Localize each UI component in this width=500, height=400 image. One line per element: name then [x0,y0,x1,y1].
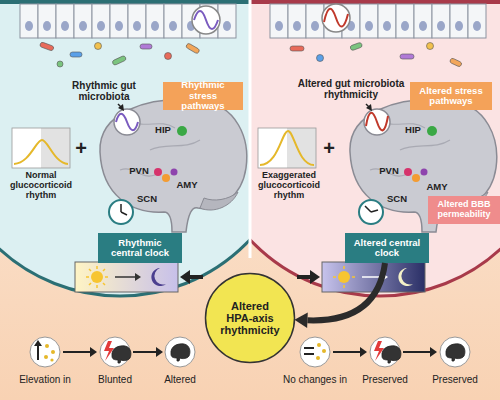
text-label: PVN [374,166,404,176]
text-label: HIP [150,125,176,135]
hpa-circle: Altered HPA-axis rhythmicity [204,272,296,364]
arrow-line [307,263,385,320]
text-label: HIP [400,125,426,135]
curved-arrow [294,263,385,328]
stress-pathway-box: Rhythmic stress pathways [163,82,243,110]
node-text: Rhythmic stress pathways [167,80,239,111]
node-text: Altered HPA-axis rhythmicity [218,300,282,336]
text-label: AMY [422,182,452,192]
text-label: Rhythmic gut microbiota [52,80,156,102]
text-label: Preserved [350,374,420,385]
text-label: Altered [145,374,215,385]
text-label: Exaggerated glucocorticoid rhythm [252,171,326,201]
text-label: No changes in [270,374,360,385]
text-label: Preserved [420,374,490,385]
node-text: Rhythmic central clock [102,238,178,259]
node-text: Altered central clock [349,238,425,259]
text-label: SCN [132,194,162,204]
text-label: Blunted [80,374,150,385]
text-label: PVN [124,166,154,176]
stress-pathway-box: Altered stress pathways [410,82,492,110]
node-text: Altered stress pathways [414,86,488,107]
arrow-head [294,312,307,328]
node-text: Altered BBB permeability [432,200,496,220]
text-label: SCN [382,194,412,204]
text-label: AMY [172,180,202,190]
circle-shape [206,274,295,363]
clock-box: Altered central clock [345,233,429,263]
text-label: + [72,137,90,159]
bbb-box: Altered BBB permeability [428,196,500,224]
text-label: Elevation in [5,374,85,385]
text-label: Altered gut microbiota rhythmicity [292,78,410,100]
text-label: + [320,137,338,159]
text-label: Normal glucocorticoid rhythm [4,171,78,201]
clock-box: Rhythmic central clock [98,233,182,263]
